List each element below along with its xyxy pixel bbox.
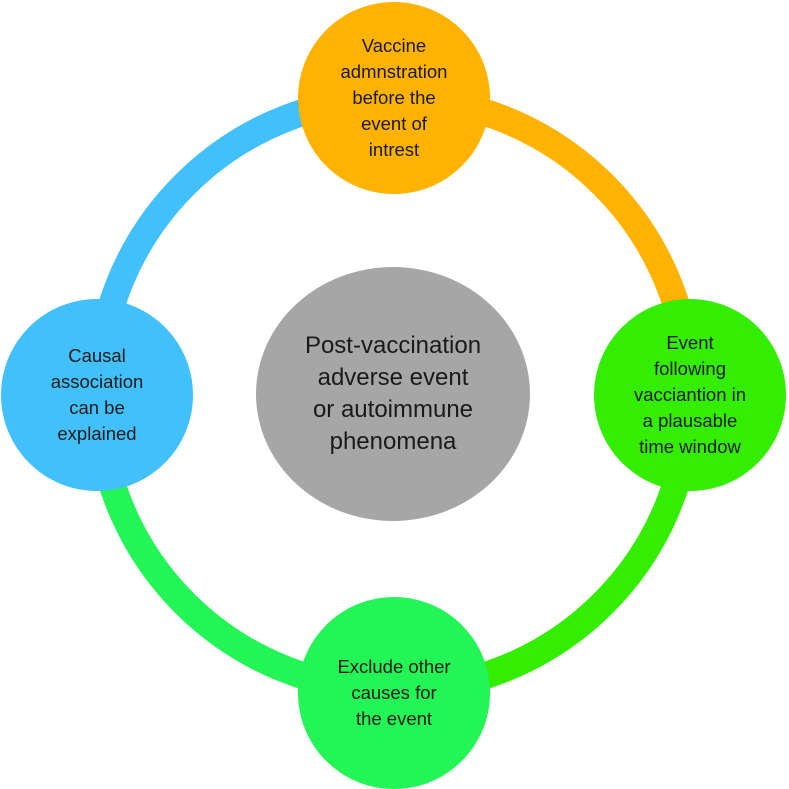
center-label: Post-vaccination adverse event or autoim… <box>304 332 482 455</box>
step-label: Causal association can be explained <box>50 345 144 444</box>
step-label: Exclude other causes for the event <box>337 656 451 729</box>
step-label: Vaccine admnstration before the event of… <box>340 35 448 160</box>
center-node-adverse-event: Post-vaccination adverse event or autoim… <box>256 267 530 521</box>
step-node-plausible-time-window: Event following vacciantion in a plausab… <box>594 299 786 491</box>
step-node-causal-association: Causal association can be explained <box>1 299 193 491</box>
step-label: Event following vacciantion in a plausab… <box>633 332 747 457</box>
step-node-vaccine-administration: Vaccine admnstration before the event of… <box>298 2 490 194</box>
step-node-exclude-other-causes: Exclude other causes for the event <box>298 597 490 789</box>
